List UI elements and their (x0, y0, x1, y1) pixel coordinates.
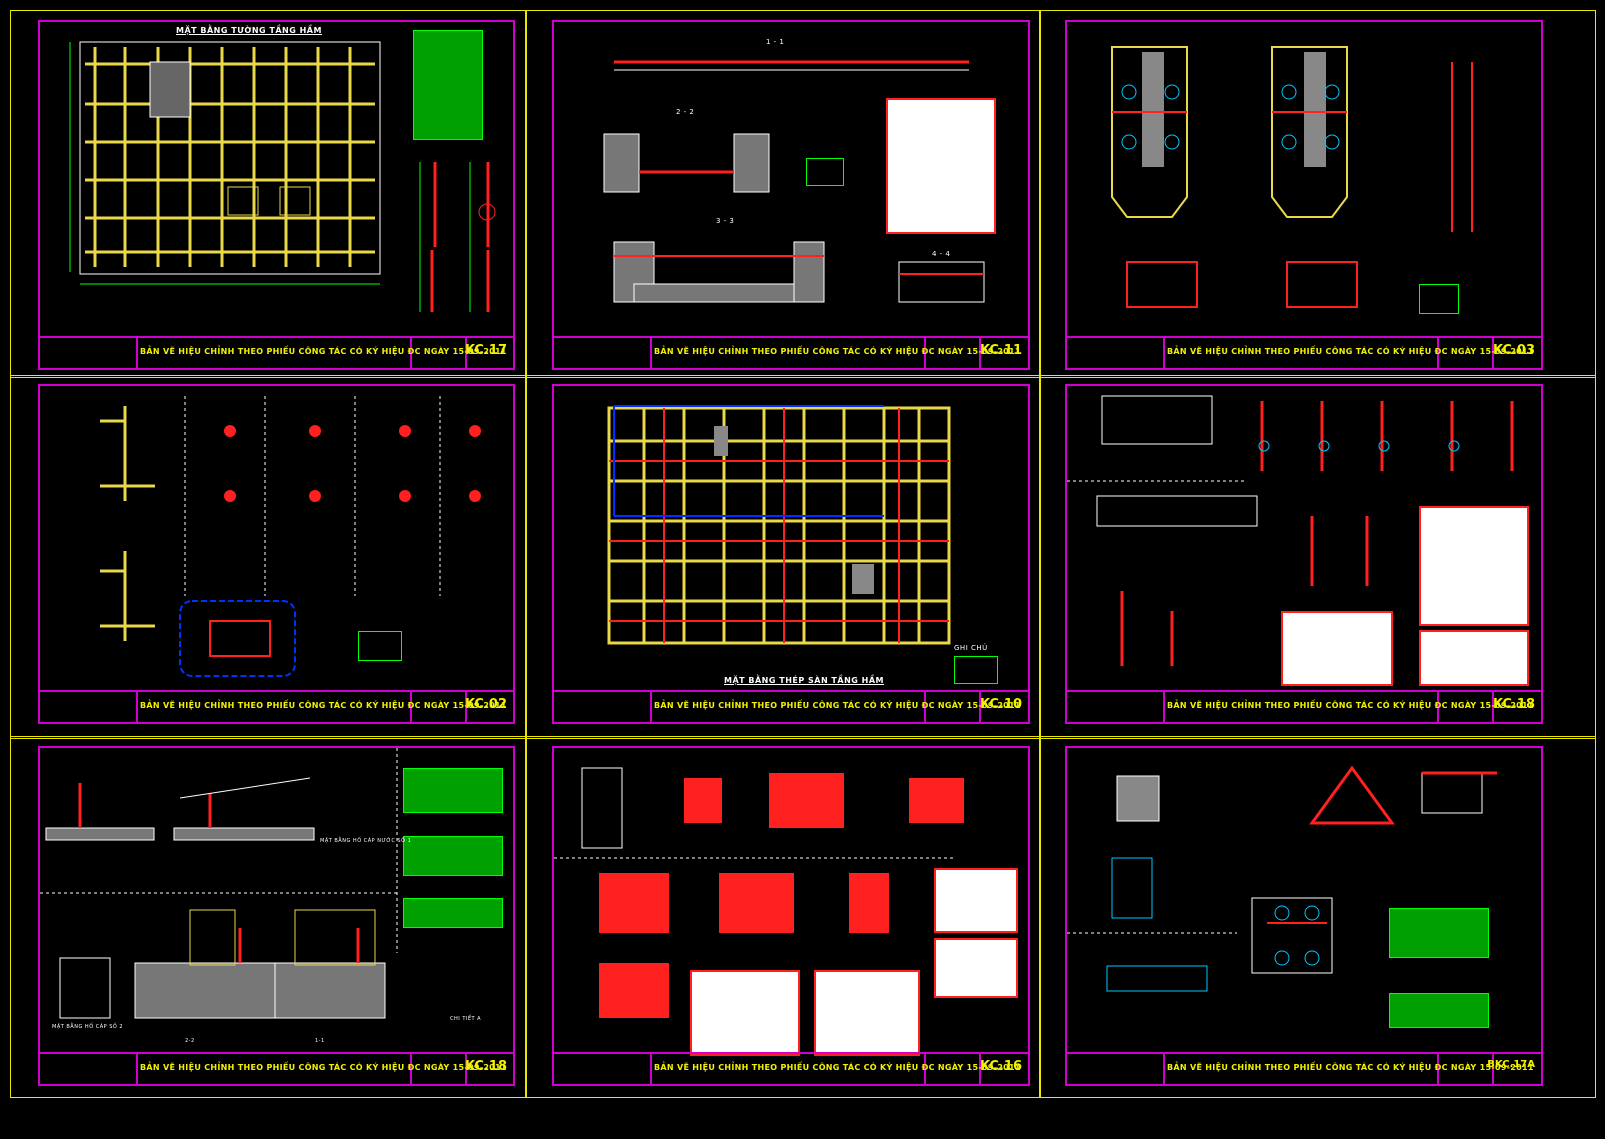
rebar-schedule-small (1281, 611, 1393, 686)
title-block: BẢN VẼ HIỆU CHỈNH THEO PHIẾU CÔNG TÁC CÓ… (40, 336, 513, 368)
wall-sections (1067, 395, 1514, 666)
drawing-frame: 1 - 1 2 - 2 3 - 3 4 - 4 BẢN VẼ HIỆU CHỈN… (552, 20, 1030, 370)
sheet-number: KC.18 (1492, 697, 1535, 712)
rebar-table-3 (403, 898, 503, 928)
title-block: BẢN VẼ HIỆU CHỈNH THEO PHIẾU CÔNG TÁC CÓ… (554, 690, 1028, 722)
sheet-kc18-a[interactable]: BẢN VẼ HIỆU CHỈNH THEO PHIẾU CÔNG TÁC CÓ… (1040, 375, 1596, 739)
rebar-schedule-1 (934, 868, 1018, 933)
rebar-table-1 (403, 768, 503, 813)
roof-and-pit-details (1067, 765, 1497, 992)
sheet-number: KC.16 (979, 1059, 1022, 1074)
revision-note: BẢN VẼ HIỆU CHỈNH THEO PHIẾU CÔNG TÁC CÓ… (654, 1063, 1021, 1072)
revision-note: BẢN VẼ HIỆU CHỈNH THEO PHIẾU CÔNG TÁC CÓ… (654, 701, 1021, 710)
sheet-number: KC.11 (979, 343, 1022, 358)
drawing-frame: BẢN VẼ HIỆU CHỈNH THEO PHIẾU CÔNG TÁC CÓ… (1065, 384, 1543, 724)
revision-note: BẢN VẼ HIỆU CHỈNH THEO PHIẾU CÔNG TÁC CÓ… (140, 347, 507, 356)
sheet-kc02[interactable]: BẢN VẼ HIỆU CHỈNH THEO PHIẾU CÔNG TÁC CÓ… (10, 375, 526, 739)
revision-note: BẢN VẼ HIỆU CHỈNH THEO PHIẾU CÔNG TÁC CÓ… (1167, 347, 1534, 356)
sheet-kc03[interactable]: BẢN VẼ HIỆU CHỈNH THEO PHIẾU CÔNG TÁC CÓ… (1040, 10, 1596, 378)
drawing-frame: BẢN VẼ HIỆU CHỈNH THEO PHIẾU CÔNG TÁC CÓ… (552, 746, 1030, 1086)
sheet-number: BKC.17A (1487, 1059, 1535, 1070)
pit-sections (40, 748, 400, 1019)
rebar-table-2 (1389, 993, 1489, 1028)
sheet-kc17[interactable]: MẶT BẰNG TƯỜNG TẦNG HẦM (10, 10, 526, 378)
title-block: BẢN VẼ HIỆU CHỈNH THEO PHIẾU CÔNG TÁC CÓ… (40, 1052, 513, 1084)
rebar-table-1 (1389, 908, 1489, 958)
note-box (806, 158, 844, 186)
detail-a-label: CHI TIẾT A (450, 1016, 482, 1022)
rebar-table-2 (403, 836, 503, 876)
section-label-2: 2 - 2 (676, 108, 695, 116)
drawing-frame: MẶT BẰNG THÉP SÀN TẦNG HẦM GHI CHÚ BẢN V… (552, 384, 1030, 724)
section-label-4: 4 - 4 (932, 250, 951, 258)
sheet-kc10[interactable]: MẶT BẰNG THÉP SÀN TẦNG HẦM GHI CHÚ BẢN V… (526, 375, 1040, 739)
section-details (419, 162, 496, 312)
section-label-1: 1 - 1 (766, 38, 785, 46)
title-block: BẢN VẼ HIỆU CHỈNH THEO PHIẾU CÔNG TÁC CÓ… (1067, 690, 1541, 722)
section-label-b: 1-1 (315, 1038, 325, 1044)
revision-note: BẢN VẼ HIỆU CHỈNH THEO PHIẾU CÔNG TÁC CÓ… (140, 1063, 507, 1072)
sheet-number: KC.02 (464, 697, 507, 712)
plan-title: MẶT BẰNG TƯỜNG TẦNG HẦM (176, 26, 322, 35)
sheet-bkc17a[interactable]: BẢN VẼ HIỆU CHỈNH THEO PHIẾU CÔNG TÁC CÓ… (1040, 736, 1596, 1098)
title-block: BẢN VẼ HIỆU CHỈNH THEO PHIẾU CÔNG TÁC CÓ… (1067, 336, 1541, 368)
sheet-kc16[interactable]: BẢN VẼ HIỆU CHỈNH THEO PHIẾU CÔNG TÁC CÓ… (526, 736, 1040, 1098)
rebar-schedule (1419, 506, 1529, 626)
section-label-3: 3 - 3 (716, 217, 735, 225)
rebar-schedule-side (1419, 630, 1529, 686)
title-block: BẢN VẼ HIỆU CHỈNH THEO PHIẾU CÔNG TÁC CÓ… (1067, 1052, 1541, 1084)
slab-rebar-plan (607, 405, 951, 645)
drawing-frame: BẢN VẼ HIỆU CHỈNH THEO PHIẾU CÔNG TÁC CÓ… (38, 384, 515, 724)
rebar-table (413, 30, 483, 140)
pit-plan-label-1: MẶT BẰNG HỐ CÁP NƯỚC SỐ 1 (320, 838, 412, 844)
drawing-frame: BẢN VẼ HIỆU CHỈNH THEO PHIẾU CÔNG TÁC CÓ… (1065, 20, 1543, 370)
drawing-frame: MẶT BẰNG HỐ CÁP NƯỚC SỐ 1 MẶT BẰNG HỐ CÁ… (38, 746, 515, 1086)
revision-note: BẢN VẼ HIỆU CHỈNH THEO PHIẾU CÔNG TÁC CÓ… (1167, 1063, 1534, 1072)
section-label: 2-2 (185, 1038, 195, 1044)
title-block: BẢN VẼ HIỆU CHỈNH THEO PHIẾU CÔNG TÁC CÓ… (40, 690, 513, 722)
revision-note: BẢN VẼ HIỆU CHỈNH THEO PHIẾU CÔNG TÁC CÓ… (654, 347, 1021, 356)
note-box (1419, 284, 1459, 314)
revision-note: BẢN VẼ HIỆU CHỈNH THEO PHIẾU CÔNG TÁC CÓ… (140, 701, 507, 710)
beam-details (554, 767, 964, 1018)
sheet-kc18-b[interactable]: MẶT BẰNG HỐ CÁP NƯỚC SỐ 1 MẶT BẰNG HỐ CÁ… (10, 736, 526, 1098)
wall-plan-drawing (69, 41, 381, 285)
rebar-schedule-3 (690, 970, 800, 1056)
plan-title: MẶT BẰNG THÉP SÀN TẦNG HẦM (724, 676, 884, 685)
title-block: BẢN VẼ HIỆU CHỈNH THEO PHIẾU CÔNG TÁC CÓ… (554, 336, 1028, 368)
revision-note: BẢN VẼ HIỆU CHỈNH THEO PHIẾU CÔNG TÁC CÓ… (1167, 701, 1534, 710)
column-details (100, 396, 481, 677)
sheet-number: KC.03 (1492, 343, 1535, 358)
pit-plan-label-2: MẶT BẰNG HỐ CÁP SỐ 2 (52, 1024, 124, 1030)
rebar-schedule-2 (934, 938, 1018, 998)
drawing-frame: MẶT BẰNG TƯỜNG TẦNG HẦM (38, 20, 515, 370)
note-box (954, 656, 998, 684)
sheet-number: KC.18 (464, 1059, 507, 1074)
pile-cap-drawings (1111, 46, 1473, 308)
section-drawings (603, 60, 985, 303)
rebar-schedule-4 (814, 970, 920, 1056)
sheet-number: KC.10 (979, 697, 1022, 712)
note-box (358, 631, 402, 661)
sheet-number: KC.17 (464, 343, 507, 358)
sheet-kc11[interactable]: 1 - 1 2 - 2 3 - 3 4 - 4 BẢN VẼ HIỆU CHỈN… (526, 10, 1040, 378)
drawing-frame: BẢN VẼ HIỆU CHỈNH THEO PHIẾU CÔNG TÁC CÓ… (1065, 746, 1543, 1086)
note-label: GHI CHÚ (954, 644, 988, 652)
rebar-schedule (886, 98, 996, 234)
title-block: BẢN VẼ HIỆU CHỈNH THEO PHIẾU CÔNG TÁC CÓ… (554, 1052, 1028, 1084)
